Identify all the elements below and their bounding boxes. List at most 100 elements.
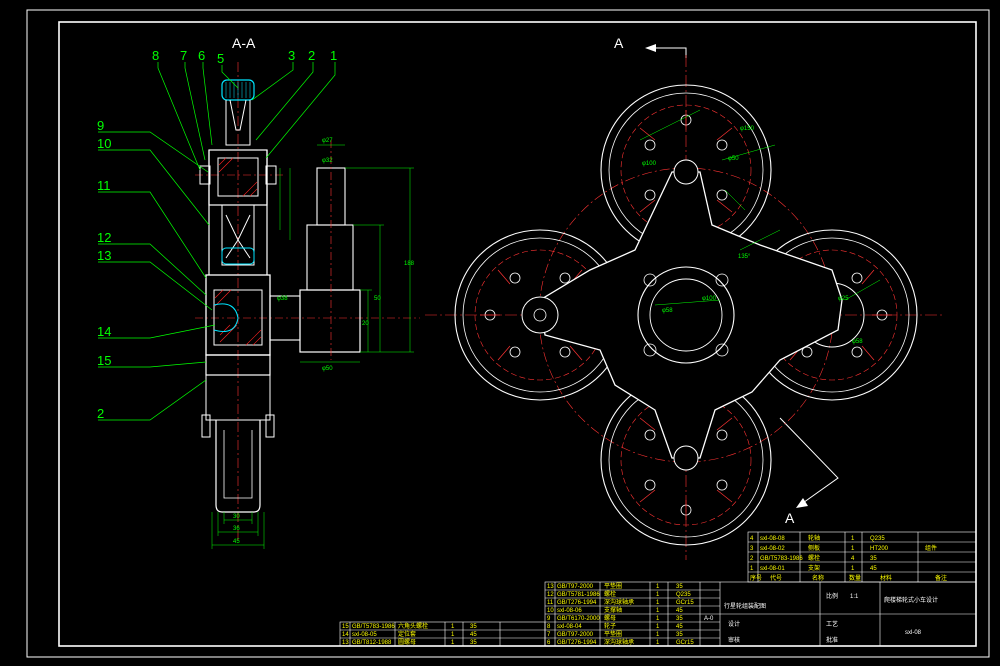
upper-bearing-hatch [218,157,258,197]
outer-border [26,9,990,658]
svg-text:圆螺母: 圆螺母 [398,638,416,646]
signer-design: 设计 [728,620,740,628]
callout-9: 10 [97,136,111,151]
svg-text:数量: 数量 [849,574,861,582]
plan-dim-8: 135° [738,254,751,260]
svg-text:1: 1 [851,536,855,542]
lower-block [205,374,271,421]
section-mark-bottom: A [785,510,795,526]
section-mark-top: A [614,35,624,51]
svg-text:12: 12 [547,592,554,598]
svg-text:4: 4 [851,556,855,562]
dim-phi32: φ32 [322,158,333,164]
svg-text:35: 35 [676,616,683,622]
dim-phi50: φ50 [322,366,333,372]
svg-text:GB/T5783-1986: GB/T5783-1986 [760,556,803,562]
svg-text:螺栓: 螺栓 [604,590,616,598]
svg-text:Q235: Q235 [870,536,885,542]
svg-text:1: 1 [656,640,660,646]
callout-11: 12 [97,230,111,245]
svg-text:1: 1 [656,608,660,614]
svg-text:HT200: HT200 [870,546,889,552]
parts-right-rows: 4 sxl-08-08 轮轴 1 Q235 3 sxl-08-02 侧板 1 H… [750,534,947,582]
lower-wheel [215,420,261,513]
callout-2: 2 [308,48,315,63]
callout-4: 5 [217,51,224,66]
parts-list-left-grid [339,621,546,647]
callout-13: 14 [97,324,111,339]
callout-leaders [98,62,336,421]
svg-text:GB/T276-1994: GB/T276-1994 [557,640,597,646]
svg-text:1: 1 [451,632,455,638]
tyre-hatch [225,82,251,98]
callout-5: 6 [198,48,205,63]
callout-12: 13 [97,248,111,263]
svg-text:深沟球轴承: 深沟球轴承 [604,598,634,606]
svg-text:1: 1 [656,592,660,598]
svg-text:35: 35 [470,624,477,630]
svg-text:代号: 代号 [770,574,782,582]
plan-dim-7: φ58 [852,339,863,345]
svg-text:1: 1 [656,600,660,606]
dim-phi38: φ38 [277,296,288,302]
upper-wheel-tyre [221,79,255,101]
svg-text:45: 45 [870,566,877,572]
dim-20: 20 [362,321,369,327]
design-title: 爬楼梯轮式小车设计 [884,596,938,604]
svg-text:sxl-08-08: sxl-08-08 [760,536,785,542]
svg-text:sxl-08-05: sxl-08-05 [352,632,377,638]
upper-axle-nut-right [265,165,277,185]
hub-outer [637,266,735,364]
scale-label: 比例 [826,592,838,600]
inner-wheel [221,205,255,266]
svg-text:备注: 备注 [935,574,947,582]
svg-text:GB/T97-2000: GB/T97-2000 [557,632,594,638]
signer-review: 审核 [728,636,740,644]
svg-text:GB/T812-1988: GB/T812-1988 [352,640,392,646]
callout-14: 15 [97,353,111,368]
top-axle-boss [673,159,699,185]
callout-6: 7 [180,48,187,63]
section-arrow-top [650,47,687,58]
svg-text:14: 14 [342,632,349,638]
tag-a0: A-0 [704,616,714,622]
callout-8: 9 [97,118,104,133]
svg-text:sxl-08-02: sxl-08-02 [760,546,785,552]
svg-text:GCr15: GCr15 [676,640,694,646]
plan-dim-4: φ58 [662,308,673,314]
assembly-title: 行星轮组装配图 [724,602,766,610]
svg-text:13: 13 [342,640,349,646]
svg-text:定位套: 定位套 [398,630,416,638]
dim-30: 30 [233,514,240,520]
svg-text:4: 4 [750,536,754,542]
callout-10: 11 [97,178,111,193]
signer-approve: 批准 [826,636,838,644]
svg-text:六角头螺栓: 六角头螺栓 [398,622,428,630]
svg-text:6: 6 [547,640,551,646]
upper-axle-nut-left [199,165,211,185]
svg-text:支架: 支架 [808,564,820,572]
svg-text:1: 1 [750,566,754,572]
svg-text:15: 15 [342,624,349,630]
svg-text:组件: 组件 [925,544,937,552]
svg-text:sxl-08-04: sxl-08-04 [557,624,582,630]
svg-text:轮轴: 轮轴 [808,534,820,542]
plan-dim-2: φ50 [728,156,739,162]
svg-text:1: 1 [656,616,660,622]
svg-text:深沟球轴承: 深沟球轴承 [604,638,634,646]
svg-text:45: 45 [676,624,683,630]
hub-bolts [643,273,729,357]
svg-text:1: 1 [656,584,660,590]
svg-text:45: 45 [676,608,683,614]
svg-text:11: 11 [547,600,554,606]
svg-text:sxl-08-06: sxl-08-06 [557,608,582,614]
dim-188: 188 [404,261,415,267]
svg-text:1: 1 [851,566,855,572]
svg-text:名称: 名称 [812,574,824,582]
svg-text:35: 35 [676,632,683,638]
dim-phi27: φ27 [322,138,333,144]
left-axle-pin [533,308,547,322]
lower-bolt-left [201,414,211,438]
svg-text:1: 1 [451,624,455,630]
